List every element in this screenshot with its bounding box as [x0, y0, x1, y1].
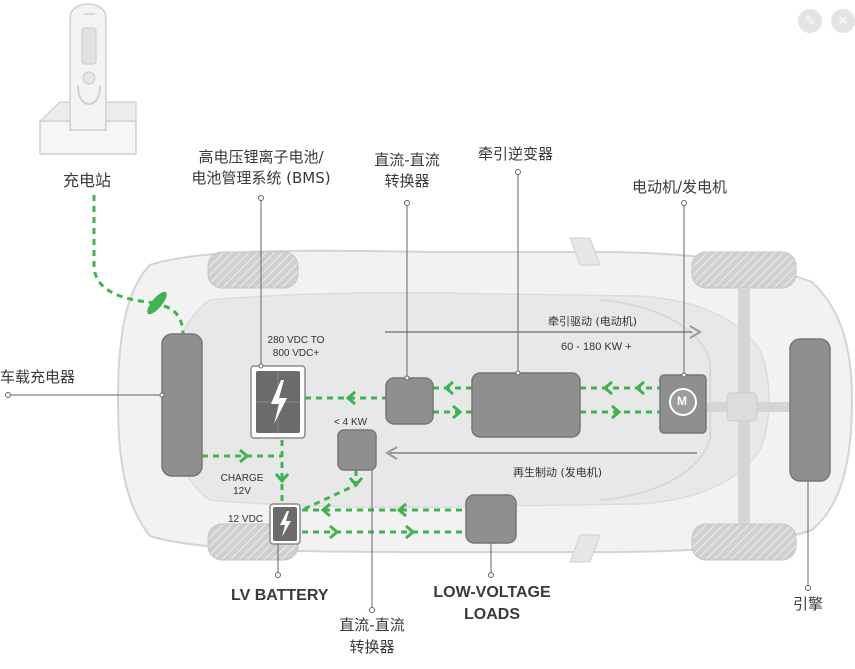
motor-generator-block	[659, 374, 707, 434]
traction-inverter-block	[471, 372, 581, 438]
engine-block	[789, 338, 831, 482]
label-hv-battery: 高电压锂离子电池/ 电池管理系统 (BMS)	[186, 147, 336, 189]
annotation-traction-drive: 牵引驱动 (电动机)	[548, 315, 638, 328]
label-low-voltage-loads: LOW-VOLTAGE LOADS	[430, 582, 554, 626]
onboard-charger-block	[161, 333, 203, 477]
leader-lines	[5, 169, 811, 613]
label-dcdc-bottom-line1: 直流-直流	[339, 616, 405, 634]
label-dcdc-top-line2: 转换器	[384, 172, 430, 190]
label-lv-battery: LV BATTERY	[231, 587, 329, 604]
label-low-voltage-loads-line2: LOADS	[464, 606, 520, 623]
dcdc-converter-top-block	[385, 377, 434, 425]
annotation-regen-braking: 再生制动 (发电机)	[513, 466, 603, 479]
label-dcdc-bottom: 直流-直流 转换器	[326, 614, 418, 658]
annotation-hv-voltage-line2: 800 VDC+	[272, 348, 320, 359]
label-onboard-charger: 车载充电器	[0, 368, 76, 386]
annotation-hv-voltage-line1: 280 VDC TO	[267, 335, 325, 346]
annotation-lv-voltage: 12 VDC	[228, 514, 264, 525]
components	[161, 333, 831, 545]
close-button[interactable]: ✕	[831, 9, 855, 33]
wheels	[207, 251, 797, 561]
label-charging-station: 充电站	[63, 171, 112, 190]
charge-port	[147, 291, 167, 315]
rear-axle	[706, 288, 796, 524]
wheel-rear-right	[691, 523, 797, 561]
label-hv-battery-line2: 电池管理系统 (BMS)	[191, 169, 331, 187]
annotation-traction-power: 60 - 180 KW +	[561, 341, 632, 353]
annotation-charge-12v: CHARGE 12V	[218, 472, 266, 498]
motor-symbol: M	[677, 394, 687, 408]
annotation-dcdc-power: < 4 KW	[334, 417, 368, 428]
label-low-voltage-loads-line1: LOW-VOLTAGE	[433, 584, 551, 601]
label-engine: 引擎	[793, 595, 824, 613]
lv-battery-block	[269, 503, 301, 545]
label-dcdc-top: 直流-直流 转换器	[362, 150, 452, 192]
low-voltage-loads-block	[465, 494, 517, 544]
edit-icon: ✎	[804, 13, 816, 29]
label-dcdc-top-line1: 直流-直流	[374, 151, 440, 169]
label-hv-battery-line1: 高电压锂离子电池/	[198, 148, 324, 166]
charging-station-graphic	[38, 3, 137, 155]
edit-button[interactable]: ✎	[798, 9, 822, 33]
annotation-charge-line1: CHARGE	[220, 473, 264, 484]
wheel-rear-left	[691, 251, 797, 289]
label-motor-generator: 电动机/发电机	[632, 178, 728, 196]
power-flow-arrows	[385, 325, 702, 460]
annotation-charge-line2: 12V	[233, 486, 251, 497]
label-traction-inverter: 牵引逆变器	[478, 145, 554, 163]
dcdc-converter-bottom-block	[337, 429, 377, 471]
label-dcdc-bottom-line2: 转换器	[349, 638, 395, 656]
close-icon: ✕	[837, 13, 849, 29]
green-chevrons	[239, 380, 645, 540]
annotation-hv-voltage: 280 VDC TO 800 VDC+	[257, 334, 335, 360]
wheel-front-left	[207, 251, 299, 289]
hv-battery-block	[250, 365, 306, 439]
